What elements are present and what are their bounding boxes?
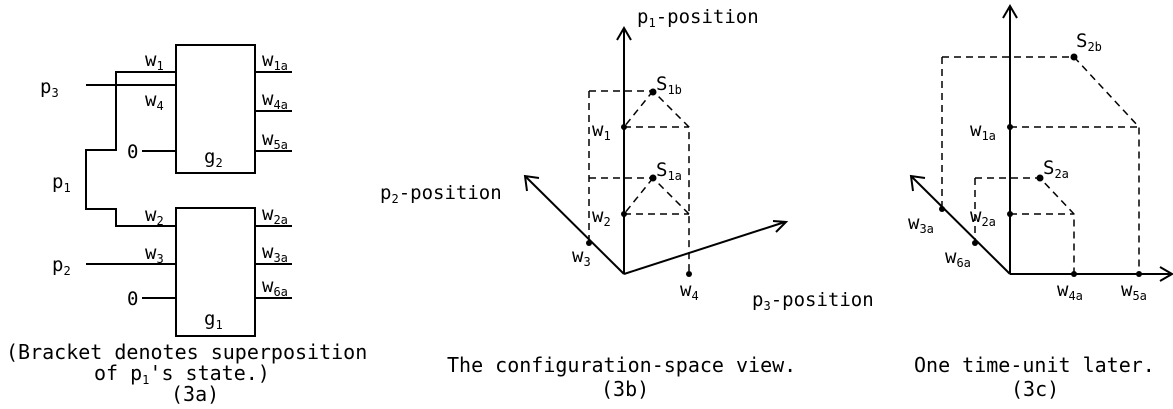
label-s2a: S2a [1043,157,1069,181]
label-s1b: S1b [656,73,682,97]
axis-p1-arrowhead [616,26,632,41]
label-w2a: w2a [262,203,288,227]
axis-p3-label: p3-position [752,289,874,313]
fig3c-config-space: S2b S2a w1a w2a w3a w6a w4a w5a One time… [908,4,1173,401]
point-s2a [1036,174,1044,182]
axis-horizontal-3c-arrowhead [1159,266,1173,282]
label-pt-w3: w3 [572,245,591,269]
gate-g1-label: g1 [204,308,223,332]
axis-p2-arrowhead [523,174,540,192]
label-p1: p1 [52,171,71,195]
label-w4a: w4a [262,88,288,112]
gate-g2-box [175,44,256,174]
p1-bracket [85,149,98,210]
label-pt-w1a: w1a [970,119,996,143]
point-w5a [1136,271,1142,277]
axis-p3 [623,221,786,275]
fig3b-caption: The configuration-space view. [447,353,796,377]
label-w4: w4 [145,89,164,113]
label-w5a: w5a [262,128,288,152]
label-pt-w6a: w6a [945,246,971,270]
fig3a-caption-id: (3a) [171,382,219,404]
axis-diagonal-3c [911,176,1011,275]
gate-g1-box [175,207,256,337]
axis-p2 [525,176,625,275]
box-lower-diag [623,177,654,215]
label-pt-w5a: w5a [1121,279,1147,303]
axis-diagonal-3c-arrowhead [909,174,926,192]
label-w3a: w3a [262,241,288,265]
label-pt-w2a: w2a [970,205,996,229]
wire-w1-branch [98,71,176,151]
axis-p2-label: p2-position [380,182,502,206]
fig3c-caption-id: (3c) [1011,377,1059,401]
point-s1b [649,88,657,96]
label-pt-w1: w1 [592,119,611,143]
fig3a-caption-line1: (Bracket denotes superposition [6,340,367,364]
fig3c-caption: One time-unit later. [914,353,1155,377]
point-w1a [1007,124,1013,130]
label-pt-w4a: w4a [1057,279,1083,303]
label-s1a: S1a [656,159,682,183]
fig3a-circuit: g2 g1 p3 p1 p2 0 0 w1 w4 w2 w3 [6,44,367,406]
point-s1a [649,174,657,182]
label-s2b: S2b [1076,30,1102,54]
point-w6a [972,240,978,246]
point-s2b [1070,53,1078,61]
label-zero-top: 0 [127,141,138,163]
fig3b-caption-id: (3b) [601,377,649,401]
point-w1 [621,124,627,130]
label-w6a: w6a [262,275,288,299]
label-pt-w3a: w3a [908,212,934,236]
label-w3: w3 [145,242,164,266]
point-w3 [586,240,592,246]
point-w3a [939,206,945,212]
label-p2: p2 [52,254,71,278]
box-inner-top [975,177,1075,274]
label-w2: w2 [145,204,164,228]
label-pt-w2: w2 [592,205,611,229]
point-w2 [621,211,627,217]
label-pt-w4: w4 [680,279,699,303]
point-w4a [1071,271,1077,277]
label-zero-bottom: 0 [127,288,138,310]
box-upper-top [589,90,690,274]
fig3b-config-space: p1-position p2-position p3-position S1b … [380,6,874,401]
axis-p3-arrowhead [772,220,789,233]
label-p3: p3 [40,76,59,100]
box-lower-top [589,177,690,215]
wire-w2-branch [98,208,176,227]
fig3a-caption-line2: of p1's state.) [94,361,270,387]
axis-vertical-3c-arrowhead [1002,4,1018,19]
label-w1: w1 [145,49,164,73]
gate-g2-label: g2 [204,146,223,170]
point-w4 [686,271,692,277]
label-w1a: w1a [262,49,288,73]
box-outer-top [942,56,1140,274]
axis-p1-label: p1-position [637,6,759,30]
box-upper-diag [623,90,654,128]
point-w2a [1007,211,1013,217]
